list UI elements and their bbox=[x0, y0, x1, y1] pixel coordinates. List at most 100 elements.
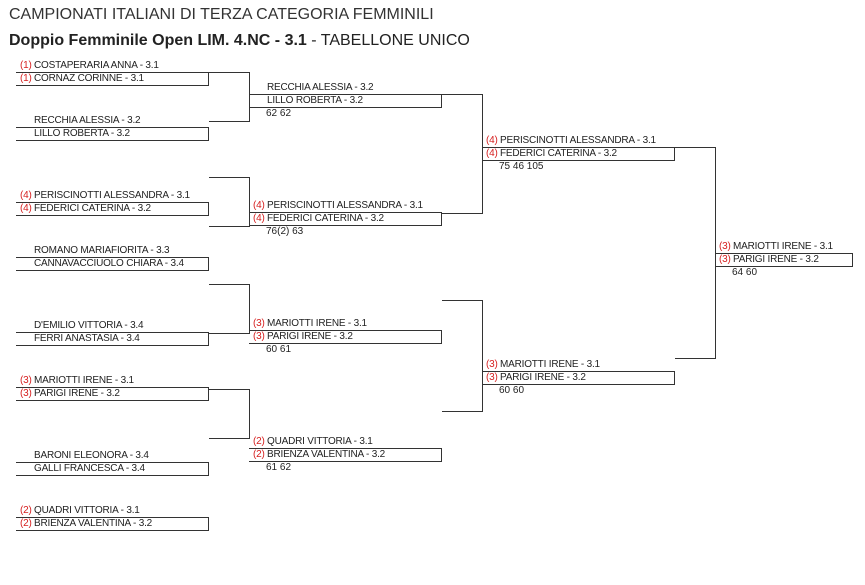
seed-badge: (4) bbox=[253, 200, 265, 211]
match-score: 64 60 bbox=[732, 267, 758, 278]
seed-badge: (4) bbox=[253, 213, 265, 224]
player-name: FERRI ANASTASIA - 3.4 bbox=[34, 333, 140, 344]
player-name: D'EMILIO VITTORIA - 3.4 bbox=[34, 320, 144, 331]
player-name: FEDERICI CATERINA - 3.2 bbox=[267, 213, 384, 224]
team-line-2: (3)PARIGI IRENE - 3.2 bbox=[16, 387, 209, 401]
player-name: COSTAPERARIA ANNA - 3.1 bbox=[34, 60, 159, 71]
seed-badge: (3) bbox=[253, 318, 265, 329]
r2-match-4: (2)QUADRI VITTORIA - 3.1 (2)BRIENZA VALE… bbox=[249, 436, 442, 462]
player-name: PARIGI IRENE - 3.2 bbox=[500, 372, 586, 383]
r1-match-1: (1)COSTAPERARIA ANNA - 3.1 (1)CORNAZ COR… bbox=[16, 60, 209, 86]
team-line-2: CANNAVACCIUOLO CHIARA - 3.4 bbox=[16, 257, 209, 271]
seed-badge: (3) bbox=[253, 331, 265, 342]
r1-match-2: RECCHIA ALESSIA - 3.2 LILLO ROBERTA - 3.… bbox=[16, 115, 209, 141]
team-line-1: ROMANO MARIAFIORITA - 3.3 bbox=[16, 245, 209, 257]
r1-match-4: ROMANO MARIAFIORITA - 3.3 CANNAVACCIUOLO… bbox=[16, 245, 209, 271]
r2-match-1: RECCHIA ALESSIA - 3.2 LILLO ROBERTA - 3.… bbox=[249, 82, 442, 108]
team-line-2: FERRI ANASTASIA - 3.4 bbox=[16, 332, 209, 346]
r1-match-7: BARONI ELEONORA - 3.4 GALLI FRANCESCA - … bbox=[16, 450, 209, 476]
sf-match-1: (4)PERISCINOTTI ALESSANDRA - 3.1 (4)FEDE… bbox=[482, 135, 675, 161]
team-line-1: D'EMILIO VITTORIA - 3.4 bbox=[16, 320, 209, 332]
bracket-connector bbox=[675, 147, 716, 359]
team-line-1: (2)QUADRI VITTORIA - 3.1 bbox=[249, 436, 442, 448]
seed-badge: (2) bbox=[20, 518, 32, 529]
player-name: QUADRI VITTORIA - 3.1 bbox=[267, 436, 373, 447]
seed-badge: (3) bbox=[20, 388, 32, 399]
team-line-1: (4)PERISCINOTTI ALESSANDRA - 3.1 bbox=[16, 190, 209, 202]
seed-badge: (2) bbox=[253, 449, 265, 460]
r1-match-3: (4)PERISCINOTTI ALESSANDRA - 3.1 (4)FEDE… bbox=[16, 190, 209, 216]
match-score: 60 61 bbox=[266, 344, 292, 355]
match-score: 60 60 bbox=[499, 385, 525, 396]
seed-badge: (4) bbox=[486, 148, 498, 159]
team-line-1: (3)MARIOTTI IRENE - 3.1 bbox=[482, 359, 675, 371]
team-line-2: (2)BRIENZA VALENTINA - 3.2 bbox=[249, 448, 442, 462]
team-line-1: RECCHIA ALESSIA - 3.2 bbox=[249, 82, 442, 94]
player-name: RECCHIA ALESSIA - 3.2 bbox=[267, 82, 374, 93]
player-name: CORNAZ CORINNE - 3.1 bbox=[34, 73, 144, 84]
team-line-2: (2)BRIENZA VALENTINA - 3.2 bbox=[16, 517, 209, 531]
team-line-2: (4)FEDERICI CATERINA - 3.2 bbox=[482, 147, 675, 161]
team-line-2: (4)FEDERICI CATERINA - 3.2 bbox=[16, 202, 209, 216]
player-name: PARIGI IRENE - 3.2 bbox=[733, 254, 819, 265]
match-score: 61 62 bbox=[266, 462, 292, 473]
team-line-1: (4)PERISCINOTTI ALESSANDRA - 3.1 bbox=[249, 200, 442, 212]
team-line-2: (1)CORNAZ CORINNE - 3.1 bbox=[16, 72, 209, 86]
seed-badge: (1) bbox=[20, 60, 32, 71]
player-name: GALLI FRANCESCA - 3.4 bbox=[34, 463, 145, 474]
player-name: BRIENZA VALENTINA - 3.2 bbox=[34, 518, 153, 529]
team-line-1: RECCHIA ALESSIA - 3.2 bbox=[16, 115, 209, 127]
winner-slot: (3)MARIOTTI IRENE - 3.1 (3)PARIGI IRENE … bbox=[715, 241, 853, 267]
bracket-connector bbox=[209, 72, 250, 122]
player-name: QUADRI VITTORIA - 3.1 bbox=[34, 505, 140, 516]
player-name: PARIGI IRENE - 3.2 bbox=[34, 388, 120, 399]
player-name: MARIOTTI IRENE - 3.1 bbox=[267, 318, 367, 329]
player-name: PERISCINOTTI ALESSANDRA - 3.1 bbox=[267, 200, 423, 211]
player-name: MARIOTTI IRENE - 3.1 bbox=[34, 375, 134, 386]
team-line-1: (3)MARIOTTI IRENE - 3.1 bbox=[249, 318, 442, 330]
team-line-1: (3)MARIOTTI IRENE - 3.1 bbox=[16, 375, 209, 387]
page-title: CAMPIONATI ITALIANI DI TERZA CATEGORIA F… bbox=[9, 6, 434, 23]
seed-badge: (2) bbox=[20, 505, 32, 516]
team-line-2: LILLO ROBERTA - 3.2 bbox=[249, 94, 442, 108]
player-name: FEDERICI CATERINA - 3.2 bbox=[34, 203, 151, 214]
draw-type: - TABELLONE UNICO bbox=[306, 32, 470, 49]
player-name: PERISCINOTTI ALESSANDRA - 3.1 bbox=[500, 135, 656, 146]
seed-badge: (4) bbox=[20, 190, 32, 201]
sf-match-2: (3)MARIOTTI IRENE - 3.1 (3)PARIGI IRENE … bbox=[482, 359, 675, 385]
bracket-connector bbox=[209, 284, 250, 334]
match-score: 62 62 bbox=[266, 108, 292, 119]
seed-badge: (3) bbox=[719, 254, 731, 265]
team-line-2: (3)PARIGI IRENE - 3.2 bbox=[249, 330, 442, 344]
player-name: MARIOTTI IRENE - 3.1 bbox=[500, 359, 600, 370]
player-name: PERISCINOTTI ALESSANDRA - 3.1 bbox=[34, 190, 190, 201]
r2-match-3: (3)MARIOTTI IRENE - 3.1 (3)PARIGI IRENE … bbox=[249, 318, 442, 344]
player-name: CANNAVACCIUOLO CHIARA - 3.4 bbox=[34, 258, 184, 269]
team-line-1: (2)QUADRI VITTORIA - 3.1 bbox=[16, 505, 209, 517]
bracket-connector bbox=[209, 177, 250, 227]
team-line-1: (3)MARIOTTI IRENE - 3.1 bbox=[715, 241, 853, 253]
player-name: MARIOTTI IRENE - 3.1 bbox=[733, 241, 833, 252]
player-name: BARONI ELEONORA - 3.4 bbox=[34, 450, 149, 461]
seed-badge: (3) bbox=[20, 375, 32, 386]
team-line-2: GALLI FRANCESCA - 3.4 bbox=[16, 462, 209, 476]
player-name: PARIGI IRENE - 3.2 bbox=[267, 331, 353, 342]
seed-badge: (4) bbox=[486, 135, 498, 146]
player-name: LILLO ROBERTA - 3.2 bbox=[267, 95, 363, 106]
bracket-connector bbox=[442, 94, 483, 214]
player-name: ROMANO MARIAFIORITA - 3.3 bbox=[34, 245, 170, 256]
team-line-1: (1)COSTAPERARIA ANNA - 3.1 bbox=[16, 60, 209, 72]
team-line-1: BARONI ELEONORA - 3.4 bbox=[16, 450, 209, 462]
team-line-2: LILLO ROBERTA - 3.2 bbox=[16, 127, 209, 141]
team-line-1: (4)PERISCINOTTI ALESSANDRA - 3.1 bbox=[482, 135, 675, 147]
player-name: RECCHIA ALESSIA - 3.2 bbox=[34, 115, 141, 126]
match-score: 75 46 105 bbox=[499, 161, 544, 172]
seed-badge: (1) bbox=[20, 73, 32, 84]
seed-badge: (3) bbox=[486, 359, 498, 370]
team-line-2: (4)FEDERICI CATERINA - 3.2 bbox=[249, 212, 442, 226]
seed-badge: (4) bbox=[20, 203, 32, 214]
r1-match-5: D'EMILIO VITTORIA - 3.4 FERRI ANASTASIA … bbox=[16, 320, 209, 346]
player-name: FEDERICI CATERINA - 3.2 bbox=[500, 148, 617, 159]
team-line-2: (3)PARIGI IRENE - 3.2 bbox=[715, 253, 853, 267]
r1-match-8: (2)QUADRI VITTORIA - 3.1 (2)BRIENZA VALE… bbox=[16, 505, 209, 531]
